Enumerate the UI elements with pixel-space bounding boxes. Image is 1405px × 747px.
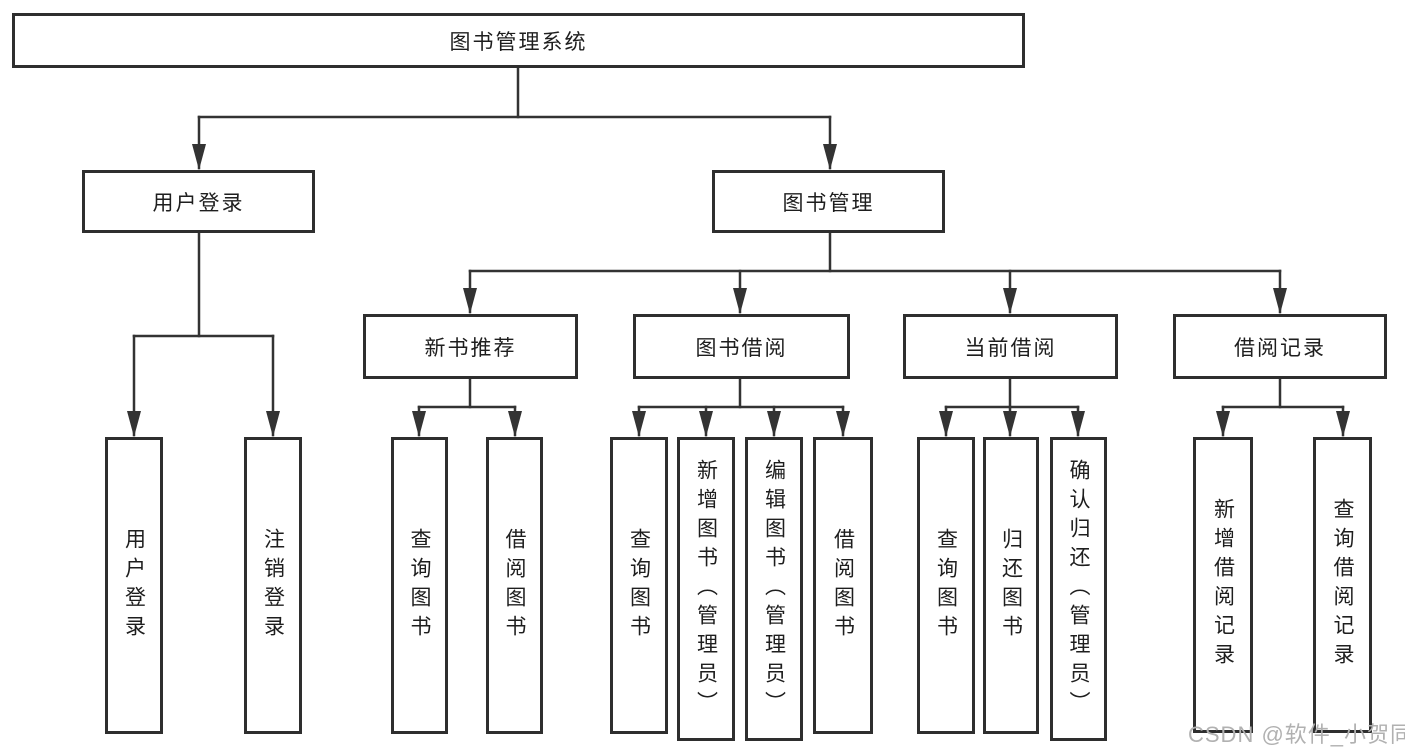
- node-new-book-rec-label: 新书推荐: [424, 336, 517, 360]
- node-current-borrow: 当前借阅: [903, 314, 1118, 379]
- node-leaf-user-login-label: 用户登录: [122, 527, 146, 644]
- node-root: 图书管理系统: [12, 13, 1025, 68]
- node-leaf-cb-return-book: 归还图书: [983, 437, 1039, 734]
- connector-user-login-branch: [127, 231, 280, 437]
- node-user-login: 用户登录: [82, 170, 315, 233]
- node-leaf-rec-borrow-book: 借阅图书: [486, 437, 543, 734]
- node-leaf-bb-borrow-book: 借阅图书: [813, 437, 873, 734]
- node-leaf-logout: 注销登录: [244, 437, 302, 734]
- node-user-login-label: 用户登录: [152, 191, 245, 215]
- node-leaf-cb-query-book-label: 查询图书: [934, 527, 958, 644]
- node-leaf-bb-query-book-label: 查询图书: [627, 527, 651, 644]
- node-new-book-rec: 新书推荐: [363, 314, 578, 379]
- node-book-mgmt-label: 图书管理: [782, 191, 875, 215]
- node-current-borrow-label: 当前借阅: [964, 336, 1057, 360]
- node-borrow-record: 借阅记录: [1173, 314, 1387, 379]
- node-leaf-br-add-record-label: 新增借阅记录: [1211, 498, 1235, 672]
- node-leaf-bb-query-book: 查询图书: [610, 437, 668, 734]
- node-leaf-cb-confirm-return-label: 确认归还（管理员）: [1067, 458, 1090, 720]
- connector-root-to-level2: [192, 66, 837, 170]
- node-leaf-cb-return-book-label: 归还图书: [999, 527, 1023, 644]
- connector-book-borrow-branch: [632, 377, 850, 437]
- node-leaf-br-query-record-label: 查询借阅记录: [1331, 498, 1354, 672]
- watermark: CSDN @软件_小贺同学: [1188, 722, 1405, 747]
- node-leaf-user-login: 用户登录: [105, 437, 163, 734]
- node-leaf-br-query-record: 查询借阅记录: [1313, 437, 1372, 733]
- node-leaf-cb-confirm-return: 确认归还（管理员）: [1050, 437, 1107, 741]
- connector-current-borrow-branch: [939, 377, 1085, 437]
- node-book-borrow-label: 图书借阅: [695, 336, 788, 360]
- node-book-borrow: 图书借阅: [633, 314, 850, 379]
- node-book-mgmt: 图书管理: [712, 170, 945, 233]
- node-leaf-cb-query-book: 查询图书: [917, 437, 975, 734]
- node-leaf-bb-borrow-book-label: 借阅图书: [831, 527, 855, 644]
- node-root-label: 图书管理系统: [449, 30, 588, 54]
- connector-new-book-rec-branch: [412, 377, 522, 437]
- connector-book-mgmt-branch: [463, 231, 1287, 314]
- node-leaf-bb-edit-book: 编辑图书（管理员）: [745, 437, 803, 741]
- node-leaf-br-add-record: 新增借阅记录: [1193, 437, 1253, 733]
- node-leaf-rec-query-book-label: 查询图书: [408, 527, 431, 644]
- node-leaf-bb-add-book: 新增图书（管理员）: [677, 437, 735, 741]
- connector-borrow-record-branch: [1216, 377, 1350, 437]
- node-leaf-bb-edit-book-label: 编辑图书（管理员）: [762, 458, 786, 720]
- node-leaf-rec-query-book: 查询图书: [391, 437, 448, 734]
- node-leaf-logout-label: 注销登录: [261, 527, 285, 644]
- node-leaf-bb-add-book-label: 新增图书（管理员）: [694, 458, 718, 720]
- node-borrow-record-label: 借阅记录: [1234, 336, 1326, 360]
- node-leaf-rec-borrow-book-label: 借阅图书: [503, 527, 526, 644]
